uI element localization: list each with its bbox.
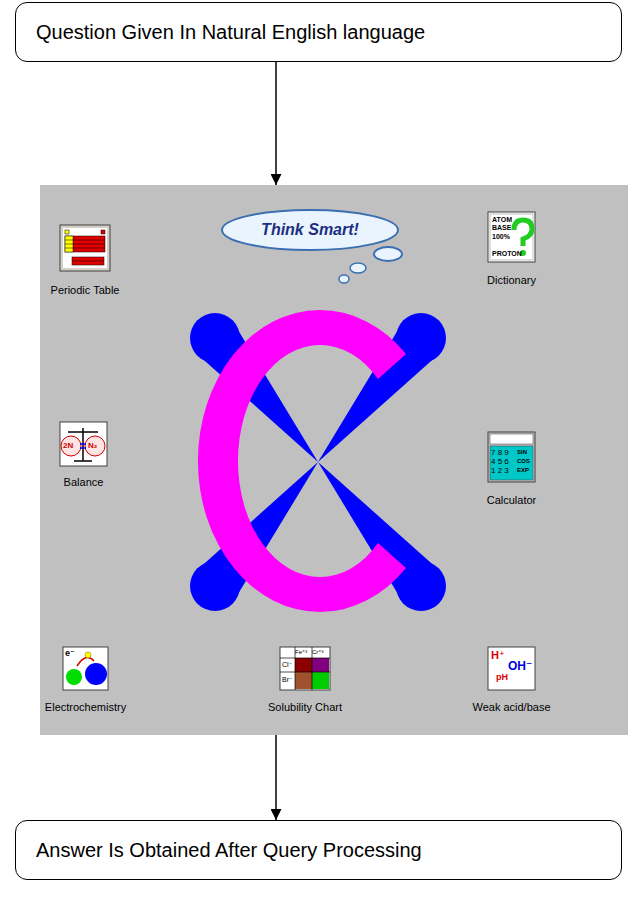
dictionary-art — [490, 214, 533, 260]
node-label: Dictionary — [487, 274, 536, 286]
balance-art — [80, 443, 86, 445]
periodic-table-art — [63, 228, 107, 268]
question-box: Question Given In Natural English langua… — [15, 2, 622, 62]
node-label: Balance — [64, 476, 104, 488]
icon-text: H⁺ — [491, 649, 505, 661]
icon-text: 4 5 6 — [491, 458, 509, 467]
calculator-art — [490, 434, 533, 444]
electrochemistry-art — [85, 652, 91, 658]
flow-arrow — [275, 735, 277, 820]
electrochemistry-art — [77, 657, 94, 666]
calculator-art — [488, 432, 535, 482]
node-label: Weak acid/base — [472, 701, 550, 713]
weak-acid-base-art — [488, 647, 535, 690]
c-logo — [198, 310, 406, 612]
icon-text: N₂ — [88, 442, 97, 451]
node-label: Question Given In Natural English langua… — [36, 21, 425, 43]
balance-art — [68, 431, 98, 433]
icon-text: BASE — [492, 224, 511, 232]
tool-panel: Periodic TableDictionaryATOMBASE100%PROT… — [40, 185, 628, 735]
icon-text: ATOM — [492, 216, 512, 224]
icon-text: PROTON — [492, 250, 522, 258]
cross-logo — [190, 561, 240, 611]
icon-text: OH⁻ — [508, 660, 532, 673]
node-label: Calculator — [487, 494, 537, 506]
calculator-art — [488, 432, 535, 482]
node-label: Periodic Table — [51, 284, 120, 296]
icon-text: 2N — [63, 442, 73, 451]
solubility-chart-art — [295, 658, 312, 672]
icon-text: Fe⁺³ — [295, 649, 307, 656]
icon-text: 100% — [492, 233, 510, 241]
node-label: Solubility Chart — [268, 701, 342, 713]
electrochemistry-art — [63, 647, 108, 690]
balance-art — [85, 436, 105, 456]
icon-text: Cr⁺³ — [312, 649, 324, 656]
solubility-chart-icon: Solubility ChartFe⁺³Cr⁺³Cl⁻Br⁻ — [280, 647, 330, 690]
thought-cloud — [350, 263, 366, 273]
icon-text: e⁻ — [65, 649, 75, 659]
balance-art — [80, 447, 86, 449]
dictionary-art — [488, 212, 535, 262]
solubility-chart-art — [280, 658, 330, 659]
thought-cloud — [222, 210, 398, 250]
periodic-table-art — [65, 230, 69, 234]
solubility-chart-art — [280, 672, 330, 673]
icon-text: Br⁻ — [282, 676, 293, 684]
dictionary-art — [488, 212, 535, 262]
electrochemistry-art — [66, 669, 82, 685]
dictionary-art — [514, 220, 532, 246]
icon-text: COS — [517, 458, 530, 465]
thought-cloud — [339, 275, 349, 283]
balance-art — [60, 422, 107, 466]
calculator-icon: Calculator7 8 94 5 61 2 3SINCOSEXP — [488, 432, 535, 482]
icon-text: pH — [496, 673, 508, 683]
electrochemistry-art — [85, 663, 107, 685]
periodic-table-art — [65, 240, 105, 241]
cross-logo — [190, 313, 240, 363]
solubility-chart-art — [280, 647, 330, 690]
icon-text: Cl⁻ — [282, 661, 292, 669]
periodic-table-icon: Periodic Table — [60, 225, 110, 271]
flow-arrow — [275, 62, 277, 185]
periodic-table-art — [60, 225, 110, 271]
periodic-table-art — [72, 261, 104, 262]
icon-text: SIN — [517, 449, 527, 456]
electrochemistry-icon: Electrochemistrye⁻ — [63, 647, 108, 690]
thought-cloud — [222, 210, 402, 283]
weak-acid-base-icon: Weak acid/baseH⁺pHOH⁻ — [488, 647, 535, 690]
thought-cloud — [374, 247, 402, 261]
balance-art — [74, 460, 92, 462]
icon-text: 1 2 3 — [491, 467, 509, 476]
icon-text: EXP — [517, 467, 529, 474]
solubility-chart-art — [312, 658, 329, 672]
dictionary-icon: DictionaryATOMBASE100%PROTON — [488, 212, 535, 262]
panel-ground — [40, 185, 628, 735]
periodic-table-art — [65, 244, 105, 245]
weak-acid-base-art — [488, 647, 535, 690]
solubility-chart-art — [312, 672, 329, 689]
periodic-table-art — [65, 236, 105, 252]
icon-text: 7 8 9 — [491, 449, 509, 458]
solubility-chart-art — [280, 647, 330, 690]
balance-icon: Balance2NN₂ — [60, 422, 107, 466]
node-label: Electrochemistry — [45, 701, 126, 713]
node-label: Think Smart! — [261, 221, 359, 239]
electrochemistry-art — [63, 647, 108, 690]
answer-box: Answer Is Obtained After Query Processin… — [15, 820, 622, 880]
periodic-table-art — [72, 257, 104, 265]
calculator-art — [490, 446, 533, 480]
node-label: Answer Is Obtained After Query Processin… — [36, 839, 422, 861]
balance-art — [61, 436, 81, 456]
balance-art — [60, 422, 107, 466]
periodic-table-art — [60, 225, 110, 271]
periodic-table-art — [101, 230, 105, 234]
periodic-table-art — [65, 248, 105, 249]
solubility-chart-art — [295, 672, 312, 689]
